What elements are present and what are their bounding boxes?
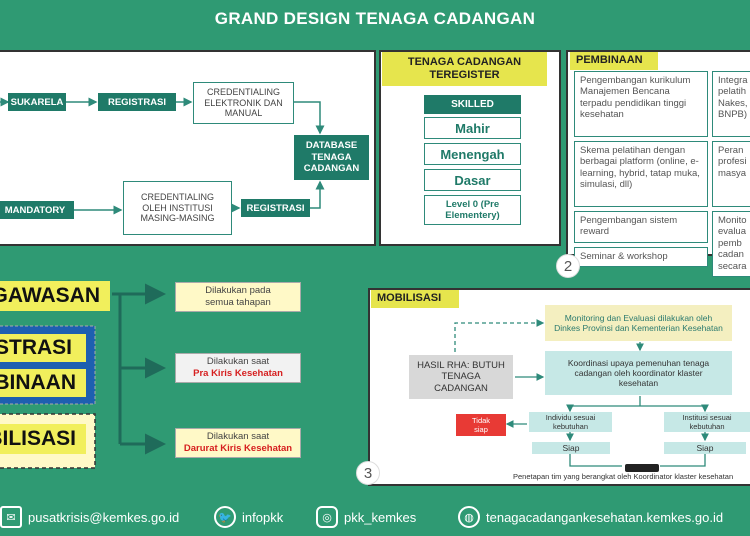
footer-twitter[interactable]: 🐦 infopkk <box>214 498 314 536</box>
email-icon: ✉ <box>0 506 22 528</box>
level-0: Level 0 (Pre Elementery) <box>424 195 521 225</box>
institusi-box: Institusi sesuai kebutuhan <box>664 412 750 432</box>
credentialing-electronic-box: CREDENTIALING ELEKTRONIK DAN MANUAL <box>193 82 294 124</box>
individu-box: Individu sesuai kebutuhan <box>529 412 612 432</box>
note-all-stages-text: Dilakukan pada semua tahapan <box>205 285 271 308</box>
credentialing-institution-box: CREDENTIALING OLEH INSTITUSI MASING-MASI… <box>123 181 232 235</box>
pembinaan-cell-monitoring: Monito evalua pemb cadan secara <box>712 211 750 277</box>
hasil-rha-box: HASIL RHA: BUTUH TENAGA CADANGAN <box>409 355 513 399</box>
monitoring-box: Monitoring dan Evaluasi dilakukan oleh D… <box>545 305 732 341</box>
pembinaan-number: 2 <box>556 254 580 278</box>
mobilisasi-number: 3 <box>356 461 380 485</box>
footer-instagram[interactable]: ◎ pkk_kemkes <box>316 498 436 536</box>
teregister-header: TENAGA CADANGAN TEREGISTER <box>382 52 547 86</box>
note-pra-krisis: Dilakukan saat Pra Kiris Kesehatan <box>175 353 301 383</box>
pembinaan-cell-peran: Peran profesi masya <box>712 141 750 207</box>
sukarela-box: SUKARELA <box>8 93 66 111</box>
siap-right-box: Siap <box>664 442 746 454</box>
stage-pengawasan: GAWASAN <box>0 281 110 311</box>
mandatory-box: MANDATORY <box>0 201 74 219</box>
tidak-siap-box: Tidak siap <box>456 414 506 436</box>
note-pra-krisis-line1: Dilakukan saat <box>206 356 270 368</box>
note-darurat-line2: Darurat Kiris Kesehatan <box>183 443 293 454</box>
footer-website[interactable]: ◍ tenagacadangankesehatan.kemkes.go.id <box>458 498 750 536</box>
twitter-icon: 🐦 <box>214 506 236 528</box>
pembinaan-cell-integrasi: Integra pelatih Nakes, BNPB) <box>712 71 750 137</box>
page-title: GRAND DESIGN TENAGA CADANGAN <box>214 9 536 28</box>
penetapan-text: Penetapan tim yang berangkat oleh Koordi… <box>513 472 734 481</box>
footer-twitter-text: infopkk <box>242 509 284 525</box>
footer-instagram-text: pkk_kemkes <box>344 509 417 525</box>
pembinaan-cell-reward: Pengembangan sistem reward <box>574 211 708 243</box>
footer-website-text: tenagacadangankesehatan.kemkes.go.id <box>486 509 724 525</box>
koordinasi-box: Koordinasi upaya pemenuhan tenaga cadang… <box>545 351 732 395</box>
skilled-label: SKILLED <box>424 95 521 114</box>
footer-email[interactable]: ✉ pusatkrisis@kemkes.go.id <box>0 498 200 536</box>
level-mahir: Mahir <box>424 117 521 139</box>
pembinaan-cell-skema: Skema pelatihan dengan berbagai platform… <box>574 141 708 207</box>
registrasi-top-box: REGISTRASI <box>98 93 176 111</box>
note-all-stages: Dilakukan pada semua tahapan <box>175 282 301 312</box>
level-menengah: Menengah <box>424 143 521 165</box>
stage-mobilisasi: BILISASI <box>0 424 86 454</box>
database-box: DATABASE TENAGA CADANGAN <box>294 135 369 180</box>
instagram-icon: ◎ <box>316 506 338 528</box>
siap-left-box: Siap <box>532 442 610 454</box>
globe-icon: ◍ <box>458 506 480 528</box>
mobilisasi-header: MOBILISASI <box>371 290 459 308</box>
level-dasar: Dasar <box>424 169 521 191</box>
stage-registrasi: GISTRASI <box>0 334 86 362</box>
note-darurat-krisis: Dilakukan saat Darurat Kiris Kesehatan <box>175 428 301 458</box>
note-pra-krisis-line2: Pra Kiris Kesehatan <box>193 368 283 379</box>
stage-pembinaan: MBINAAN <box>0 369 86 397</box>
registrasi-bottom-box: REGISTRASI <box>241 199 310 217</box>
note-darurat-line1: Dilakukan saat <box>206 431 270 443</box>
pembinaan-cell-kurikulum: Pengembangan kurikulum Manajemen Bencana… <box>574 71 708 137</box>
pembinaan-header: PEMBINAAN <box>570 52 658 70</box>
team-icon <box>625 459 659 472</box>
footer-email-text: pusatkrisis@kemkes.go.id <box>28 509 180 525</box>
